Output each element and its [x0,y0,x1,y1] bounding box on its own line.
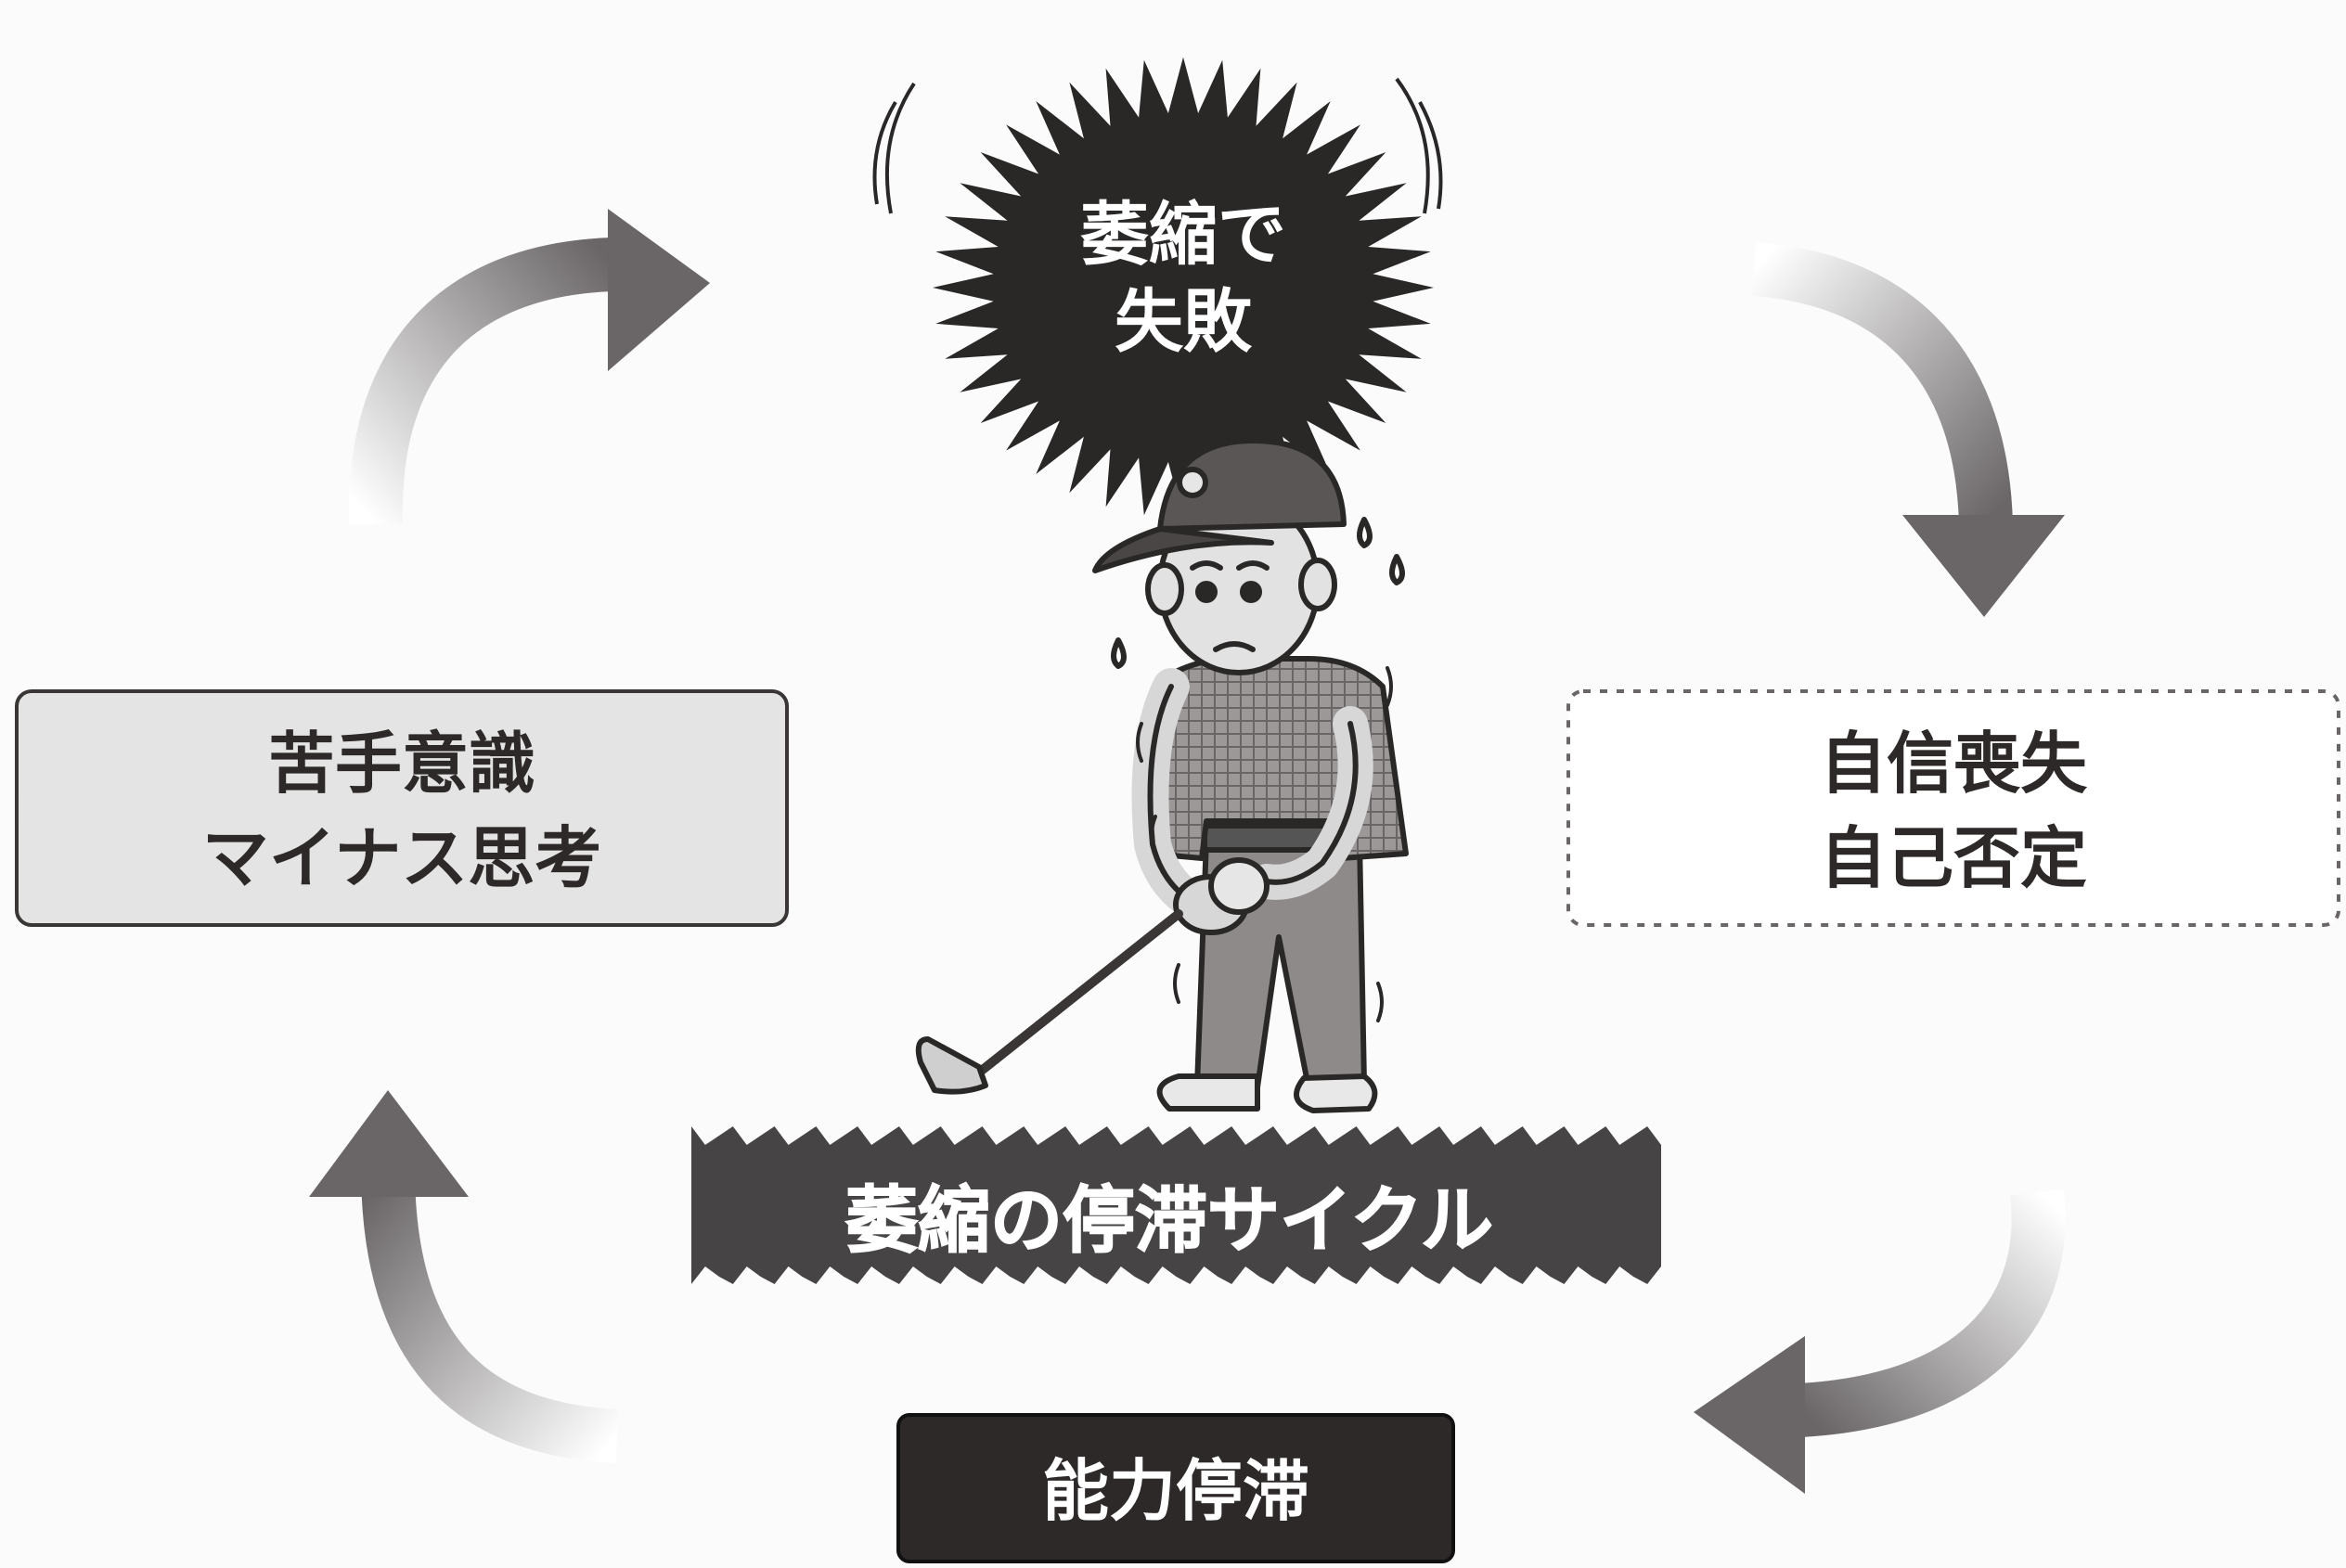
bottom-box-node: 能力停滞 [896,1413,1455,1563]
burst-node-failure: 萎縮で 失敗 [872,57,1443,519]
arrow-bottom-to-left [309,1090,619,1463]
arrow-top-to-right [1751,242,2065,617]
burst-text-line1: 萎縮で [1080,195,1286,275]
right-box-node: 自信喪失 自己否定 [1566,689,2340,927]
cycle-title: 萎縮の停滞サイクル [845,1179,1493,1263]
left-box-line2: マイナス思考 [202,819,602,897]
left-box-node: 苦手意識 マイナス思考 [15,689,789,927]
burst-text-line2: 失敗 [1115,282,1253,362]
right-box-line1: 自信喪失 [1820,725,2088,803]
left-box-line1: 苦手意識 [268,725,535,803]
cycle-title-banner: 萎縮の停滞サイクル [691,1126,1661,1284]
right-box-line2: 自己否定 [1820,819,2087,897]
arrow-right-to-bottom [1694,1189,2066,1494]
arrow-left-to-top [348,209,710,525]
nervous-golfer-icon [915,438,1409,1113]
bottom-box-line1: 能力停滞 [1042,1452,1309,1530]
